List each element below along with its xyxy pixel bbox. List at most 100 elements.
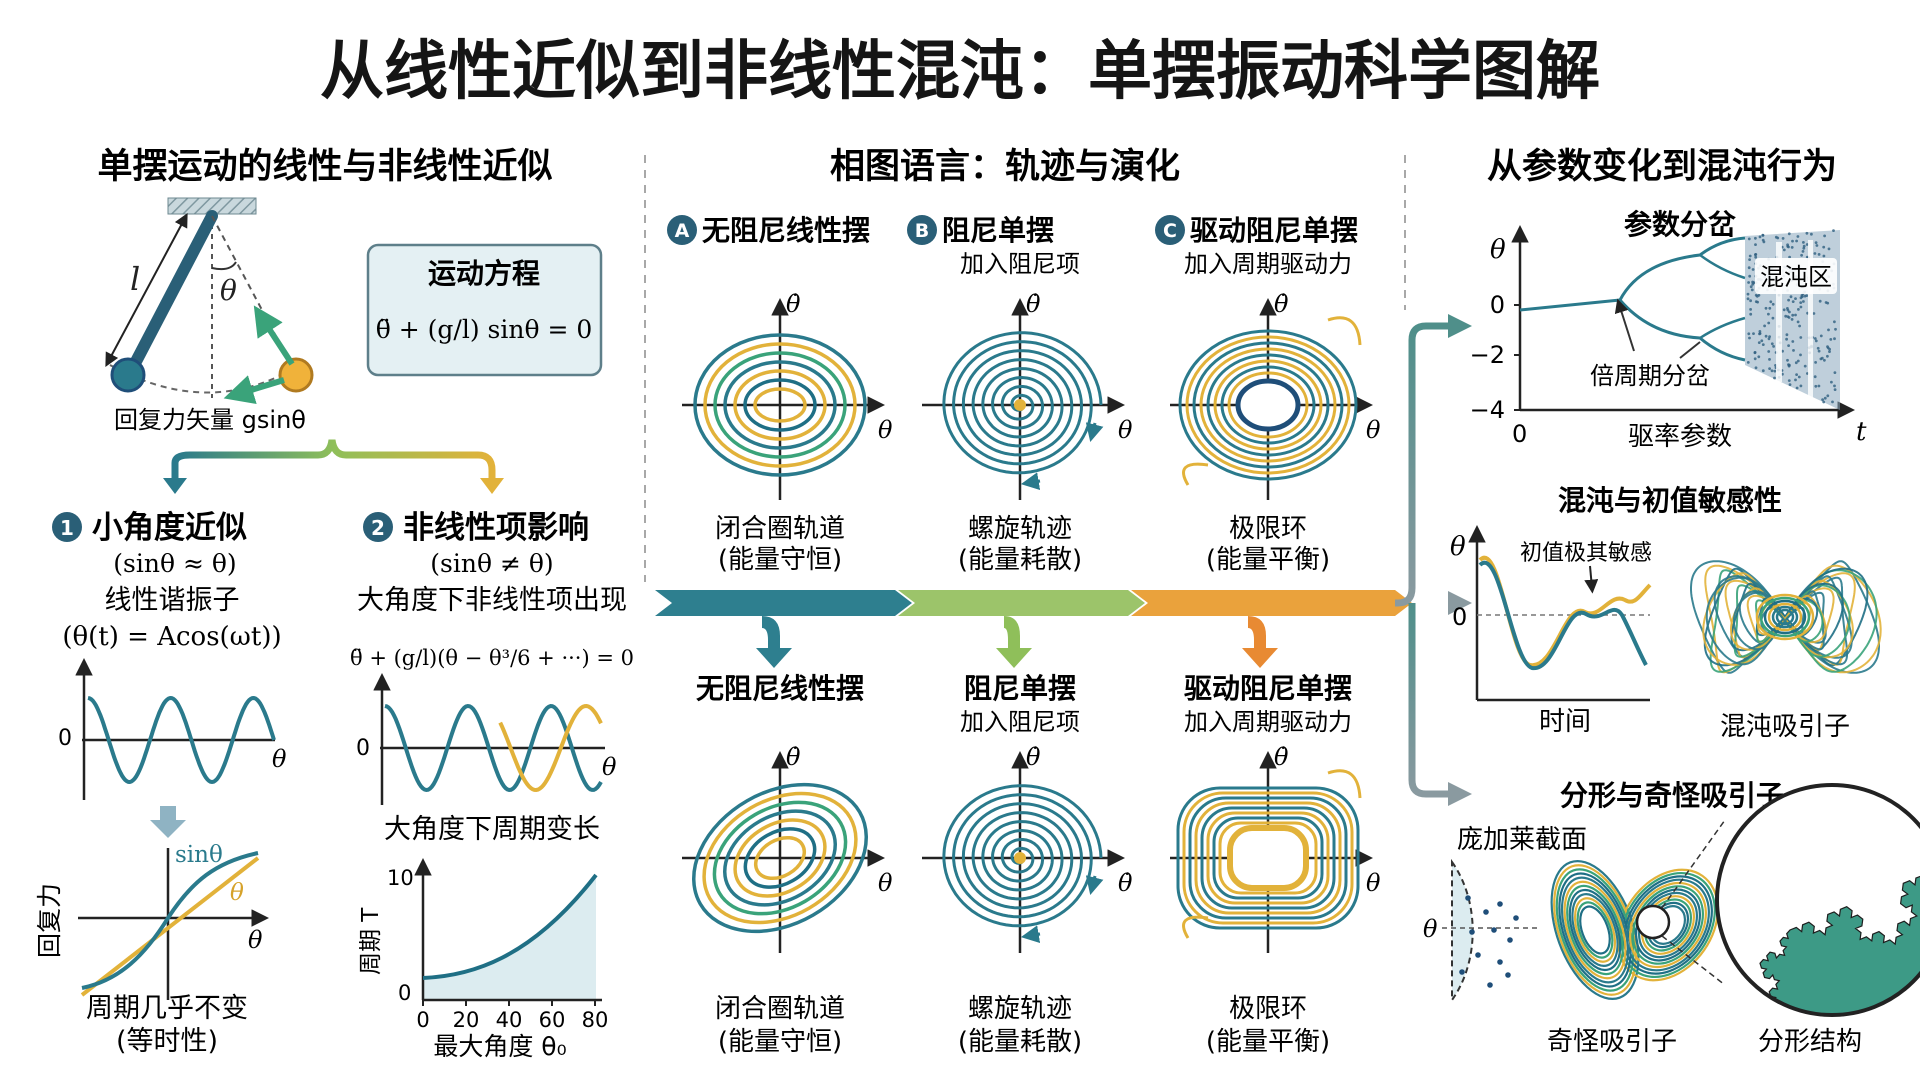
small-caption-2: (等时性) — [116, 1026, 218, 1057]
bif-dot — [1769, 300, 1773, 304]
pendulum-rod — [124, 210, 218, 379]
phase-ylabel: θ̇ — [1026, 290, 1041, 318]
strange-lobe-left — [1563, 880, 1627, 980]
limit-orbit — [1188, 796, 1348, 920]
pendulum-bob-left — [110, 357, 146, 393]
bif-dot — [1794, 361, 1798, 365]
strange-lobe-left — [1560, 876, 1630, 984]
nonlin-plot-xlabel: θ — [602, 753, 617, 781]
bif-dot — [1751, 282, 1755, 286]
bif-dot — [1795, 239, 1798, 243]
bif-dot — [1787, 379, 1791, 382]
bif-dot — [1800, 253, 1803, 257]
bif-dot — [1799, 301, 1803, 304]
phase-badge — [907, 215, 937, 245]
phase-xlabel: θ — [878, 869, 893, 897]
bif-dot — [1764, 306, 1768, 310]
bif-dot — [1802, 300, 1805, 303]
bif-dot — [1763, 324, 1766, 328]
bif-dot — [1761, 343, 1765, 346]
bif-ytick: −4 — [1470, 396, 1505, 424]
bif-dot — [1799, 336, 1803, 339]
closed-orbit — [703, 342, 857, 468]
bif-dot — [1767, 350, 1771, 353]
bif-dot — [1788, 363, 1791, 367]
limit-orbit — [1218, 821, 1318, 895]
bif-dot — [1814, 241, 1818, 245]
main-title: 从线性近似到非线性混沌：单摆振动科学图解 — [320, 35, 1600, 109]
poincare-dot — [1483, 909, 1489, 915]
bif-dot — [1803, 364, 1807, 368]
bif-dot — [1791, 340, 1795, 343]
bif-dot — [1786, 315, 1790, 318]
strange-lobe-right — [1629, 881, 1707, 969]
period-xlabel: 最大角度 θ₀ — [433, 1032, 566, 1061]
bif-dot — [1817, 349, 1821, 353]
strange-lobe-right — [1632, 885, 1704, 965]
bif-dot — [1796, 320, 1800, 324]
limit-orbit — [1199, 347, 1337, 463]
incoming-trajectory — [1327, 316, 1362, 346]
bif-dot — [1833, 320, 1836, 324]
bif-dot — [1817, 253, 1821, 256]
bif-dot — [1760, 339, 1764, 343]
strange-lobe-right — [1626, 878, 1710, 972]
phase-ylabel: θ̇ — [786, 743, 801, 771]
phase-xlabel: θ — [1366, 869, 1381, 897]
closed-orbit — [693, 333, 867, 477]
fractal-title: 分形与奇怪吸引子 — [1560, 779, 1784, 812]
spiral-arrow — [1020, 472, 1041, 491]
poincare-label: 庞加莱截面 — [1457, 825, 1587, 855]
bif-dot — [1833, 337, 1836, 341]
bif-dot — [1754, 300, 1758, 303]
bif-x0: 0 — [1512, 420, 1527, 448]
small-plot-xlabel: θ — [272, 745, 287, 773]
closed-orbit — [692, 782, 868, 934]
nonlinear-desc: 大角度下非线性项出现 — [357, 585, 627, 616]
bif-dot — [1754, 243, 1757, 247]
bif-dot — [1822, 400, 1826, 404]
bif-dot — [1767, 337, 1771, 341]
bif-dot — [1758, 330, 1762, 333]
force-vector-1 — [253, 305, 295, 366]
bif-dot — [1794, 313, 1797, 317]
period-ylabel: 周期 T — [358, 907, 384, 975]
bif-dot — [1830, 380, 1833, 384]
flow-down-c — [1242, 616, 1278, 668]
chaos-attractor — [1690, 560, 1882, 674]
linear-theta-line — [80, 856, 260, 997]
bif-dot — [1813, 375, 1817, 379]
bif-dot — [1787, 344, 1790, 347]
limit-orbit — [1192, 341, 1344, 469]
bif-dot — [1768, 335, 1771, 338]
bif-dot — [1782, 308, 1786, 312]
compare-xlabel: θ — [248, 926, 263, 954]
phase-portrait: θθ̇ — [682, 290, 893, 500]
bif-dot — [1749, 308, 1752, 311]
strange-lobe-right — [1623, 875, 1713, 975]
strange-lobe-left — [1573, 897, 1617, 963]
bif-dot — [1776, 236, 1780, 240]
limit-orbit — [1182, 791, 1354, 925]
bif-dot — [1768, 306, 1772, 310]
bif-dot — [1805, 243, 1809, 246]
bif-dot — [1773, 369, 1777, 373]
bif-dot — [1786, 245, 1790, 248]
bif-dot — [1826, 354, 1829, 358]
small-angle-title: 小角度近似 — [92, 510, 247, 546]
bif-dot — [1754, 366, 1758, 370]
period-ybot: 0 — [398, 981, 411, 1005]
poincare-theta: θ — [1423, 915, 1438, 943]
closed-orbit — [743, 827, 817, 889]
spiral-arrow — [1020, 925, 1041, 944]
bif-dot — [1786, 358, 1789, 362]
limit-orbit — [1185, 335, 1351, 475]
length-arrow — [105, 213, 188, 367]
bif-dot — [1754, 236, 1757, 240]
bif-dot — [1831, 400, 1834, 404]
attractor-core — [1767, 602, 1803, 632]
poincare-dot — [1459, 969, 1465, 975]
